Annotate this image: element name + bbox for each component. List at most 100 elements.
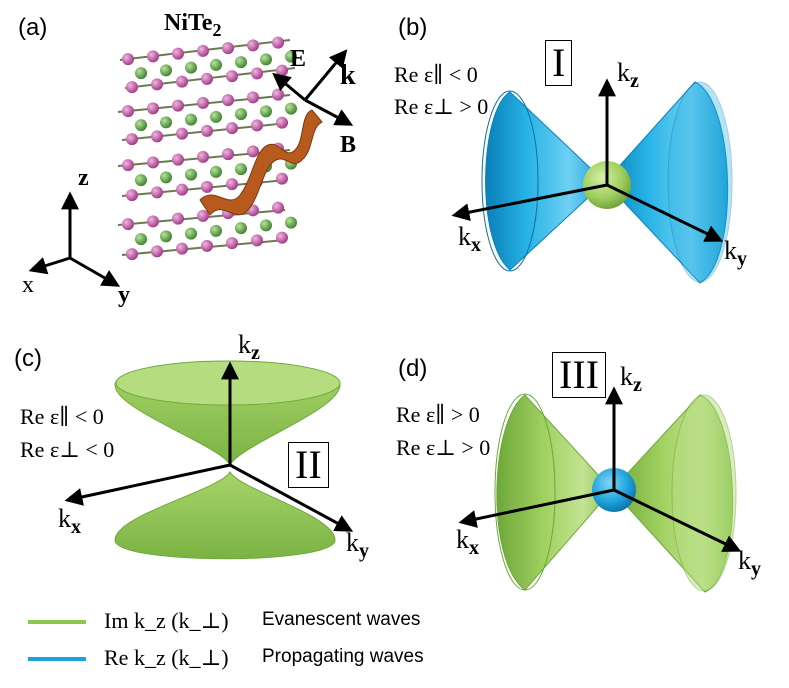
ni-atom (185, 227, 197, 240)
crystal-structure (117, 36, 297, 261)
te-atom (222, 148, 234, 161)
ni-atom (235, 163, 247, 176)
green-hyperboloid-bottom (114, 470, 336, 560)
ni-atom (285, 216, 297, 229)
panel-d-kx-label: kx (456, 525, 479, 559)
ni-atom (260, 105, 272, 118)
ni-atom (160, 64, 172, 77)
region-III-box: III (552, 352, 606, 398)
te-atom (226, 70, 238, 83)
material-subscript: 2 (212, 19, 222, 40)
legend-evanescent-text: Evanescent waves (262, 609, 421, 630)
te-atom (151, 78, 163, 91)
legend-evanescent-math: Im k_z (k_⊥) (104, 608, 229, 633)
te-atom (251, 119, 263, 132)
te-atom (122, 218, 134, 231)
te-atom (222, 94, 234, 107)
te-atom (122, 105, 134, 118)
te-atom (126, 81, 138, 94)
ni-atom (135, 233, 147, 246)
panel-b-label: (b) (398, 14, 428, 41)
field-arrows (272, 49, 354, 126)
z-axis-label: z (78, 165, 89, 191)
te-atom (247, 91, 259, 104)
ni-atom (185, 113, 197, 126)
te-atom (197, 150, 209, 163)
te-atom (272, 88, 284, 101)
te-atom (176, 242, 188, 255)
te-atom (247, 39, 259, 52)
real-space-axes (28, 191, 121, 287)
te-atom (272, 201, 284, 214)
te-atom (251, 234, 263, 247)
em-wave (199, 109, 323, 216)
panel-c-graphics (64, 360, 354, 560)
y-axis-label: y (118, 282, 130, 308)
panel-a-label: (a) (18, 14, 48, 41)
panel-c-kz-label: kz (238, 330, 260, 364)
te-atom (201, 72, 213, 85)
te-atom (201, 124, 213, 137)
te-atom (276, 116, 288, 129)
panel-d-kz-label: kz (620, 362, 642, 396)
panel-b-condition-2: Re ε⊥ > 0 (394, 94, 489, 119)
te-atom (176, 183, 188, 196)
ni-atom (210, 165, 222, 178)
te-atom (226, 178, 238, 191)
te-atom (201, 180, 213, 193)
te-atom (147, 50, 159, 63)
e-field-label: E (290, 46, 307, 72)
atoms (122, 36, 297, 261)
panel-b-condition-1: Re ε∥ < 0 (394, 62, 478, 87)
region-II-box: II (288, 442, 329, 488)
ni-atom (260, 53, 272, 66)
panel-d-condition-1: Re ε∥ > 0 (396, 402, 480, 427)
te-atom (222, 42, 234, 55)
ni-atom (235, 56, 247, 69)
ni-atom (160, 230, 172, 243)
ni-atom (235, 222, 247, 235)
te-atom (251, 67, 263, 80)
blue-cone-left (485, 91, 606, 271)
ni-atom (210, 224, 222, 237)
blue-cone-right (604, 81, 728, 284)
te-atom (276, 64, 288, 77)
te-atom (172, 153, 184, 166)
panel-b-graphics (451, 78, 733, 284)
panel-c-label: (c) (14, 345, 42, 372)
panel-b-ky-label: ky (724, 236, 747, 270)
te-atom (126, 189, 138, 202)
ni-atom (235, 108, 247, 121)
te-atom (172, 212, 184, 225)
panel-d-condition-2: Re ε⊥ > 0 (396, 435, 491, 460)
te-atom (226, 237, 238, 250)
region-I-box: I (545, 40, 573, 86)
ni-atom (135, 174, 147, 187)
ni-atom (185, 168, 197, 181)
te-atom (126, 248, 138, 261)
te-atom (122, 53, 134, 66)
b-field-label: B (340, 132, 357, 158)
panel-d-graphics (458, 386, 742, 593)
ni-atom (285, 50, 297, 63)
material-formula: NiTe2 (164, 10, 221, 41)
legend-propagating-math: Re k_z (k_⊥) (104, 645, 229, 670)
panel-d-label: (d) (398, 355, 428, 382)
te-atom (172, 99, 184, 112)
te-atom (122, 159, 134, 172)
ni-atom (135, 67, 147, 80)
ni-atom (210, 110, 222, 123)
material-name: NiTe (164, 10, 213, 36)
ni-atom (135, 119, 147, 132)
ni-atom (285, 102, 297, 115)
panel-c-ky-label: ky (346, 528, 369, 562)
te-atom (276, 172, 288, 185)
te-atom (147, 156, 159, 169)
te-atom (151, 130, 163, 143)
te-atom (226, 122, 238, 135)
te-atom (126, 133, 138, 146)
ni-atom (185, 61, 197, 74)
te-atom (147, 102, 159, 115)
te-atom (151, 186, 163, 199)
